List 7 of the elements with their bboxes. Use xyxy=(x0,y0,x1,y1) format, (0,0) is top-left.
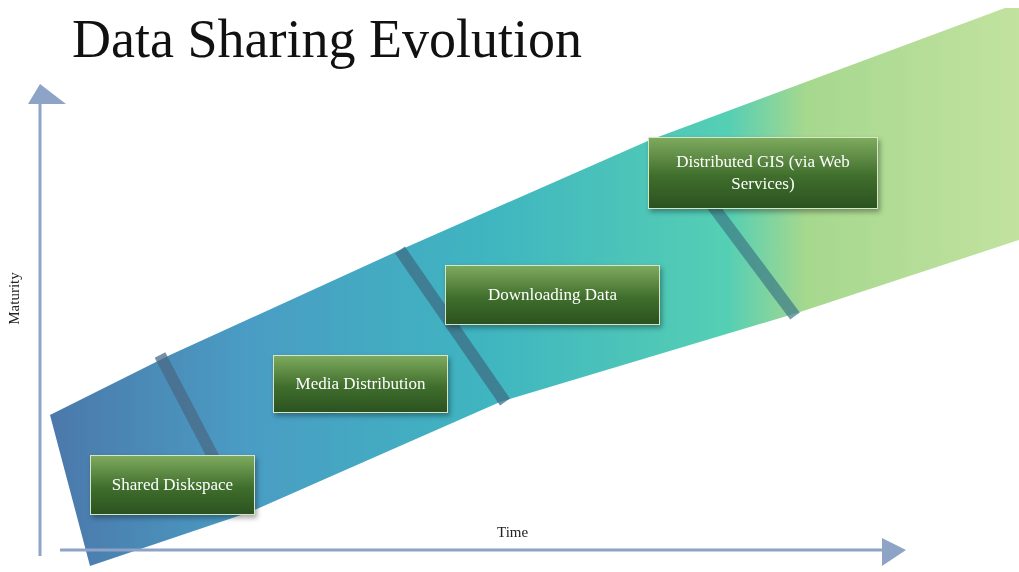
axis-label: Maturity xyxy=(5,272,23,325)
title: Data Sharing Evolution xyxy=(72,8,582,70)
step-box: Distributed GIS (via Web Services) xyxy=(648,137,878,209)
step-box: Downloading Data xyxy=(445,265,660,325)
step-box: Media Distribution xyxy=(273,355,448,413)
axis-label: Time xyxy=(497,524,529,541)
step-box: Shared Diskspace xyxy=(90,455,255,515)
